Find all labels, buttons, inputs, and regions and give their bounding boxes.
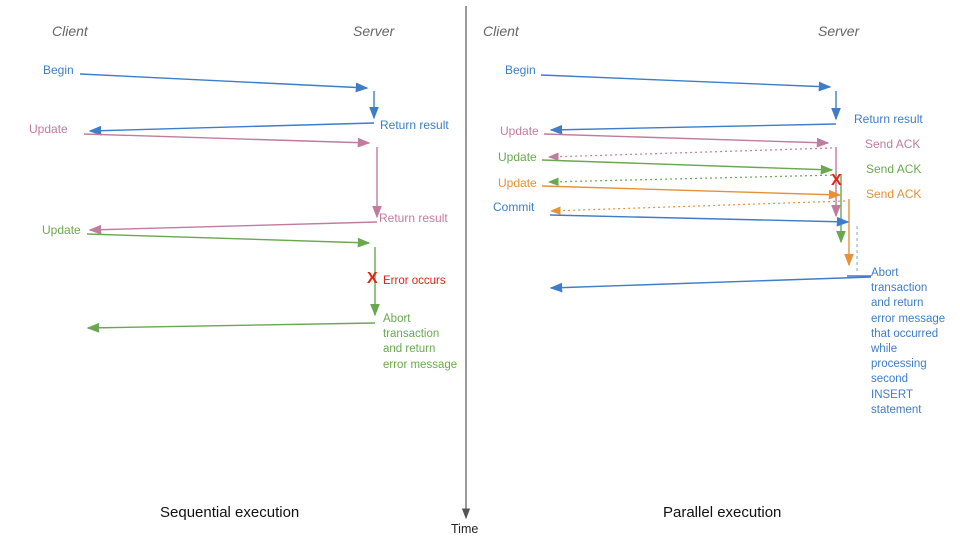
seq-update-2-label: Update [42,223,81,237]
par-update-1-label: Update [500,124,539,138]
seq-update-1-label: Update [29,122,68,136]
par-send-ack-2-arrow [547,174,838,186]
par-begin-request-arrow [540,74,841,121]
par-client-header: Client [483,23,519,39]
seq-client-header: Client [52,23,88,39]
par-abort-note: Abort transaction and return error messa… [871,267,946,416]
seq-error-x-mark: X [367,270,378,287]
seq-abort-note: Abort transaction and return error messa… [383,313,458,371]
parallel-execution-title: Parallel execution [663,504,782,521]
par-return-result-arrow [549,123,837,135]
par-update-2-request-arrow [541,159,846,244]
par-begin-label: Begin [505,63,536,77]
seq-return-result-1-arrow [88,122,375,136]
par-send-ack-3-arrow [549,200,846,215]
par-error-x-mark: X [831,172,842,189]
par-send-ack-1-label: Send ACK [865,137,921,151]
seq-update-1-request-arrow [83,133,382,219]
par-send-ack-1-arrow [547,147,833,161]
seq-error-occurs-label: Error occurs [383,275,446,287]
seq-return-result-2-label: Return result [379,211,448,225]
seq-server-header: Server [353,23,395,39]
par-abort-return-arrow [549,275,872,293]
par-return-result-label: Return result [854,112,923,126]
sequential-execution-title: Sequential execution [160,504,300,521]
par-commit-request-arrow [549,214,850,227]
par-commit-label: Commit [493,200,535,214]
par-send-ack-2-label: Send ACK [866,162,922,176]
par-send-ack-3-label: Send ACK [866,187,922,201]
seq-update-2-request-arrow [86,233,380,317]
par-update-1-request-arrow [543,133,841,218]
seq-begin-request-arrow [79,73,379,120]
seq-begin-label: Begin [43,63,74,77]
par-update-3-request-arrow [541,185,854,267]
par-update-2-label: Update [498,150,537,164]
seq-abort-return-arrow [86,322,376,333]
time-axis-label: Time [451,522,479,536]
seq-return-result-2-arrow [88,221,378,235]
seq-return-result-1-label: Return result [380,118,449,132]
par-server-header: Server [818,23,860,39]
par-update-3-label: Update [498,176,537,190]
